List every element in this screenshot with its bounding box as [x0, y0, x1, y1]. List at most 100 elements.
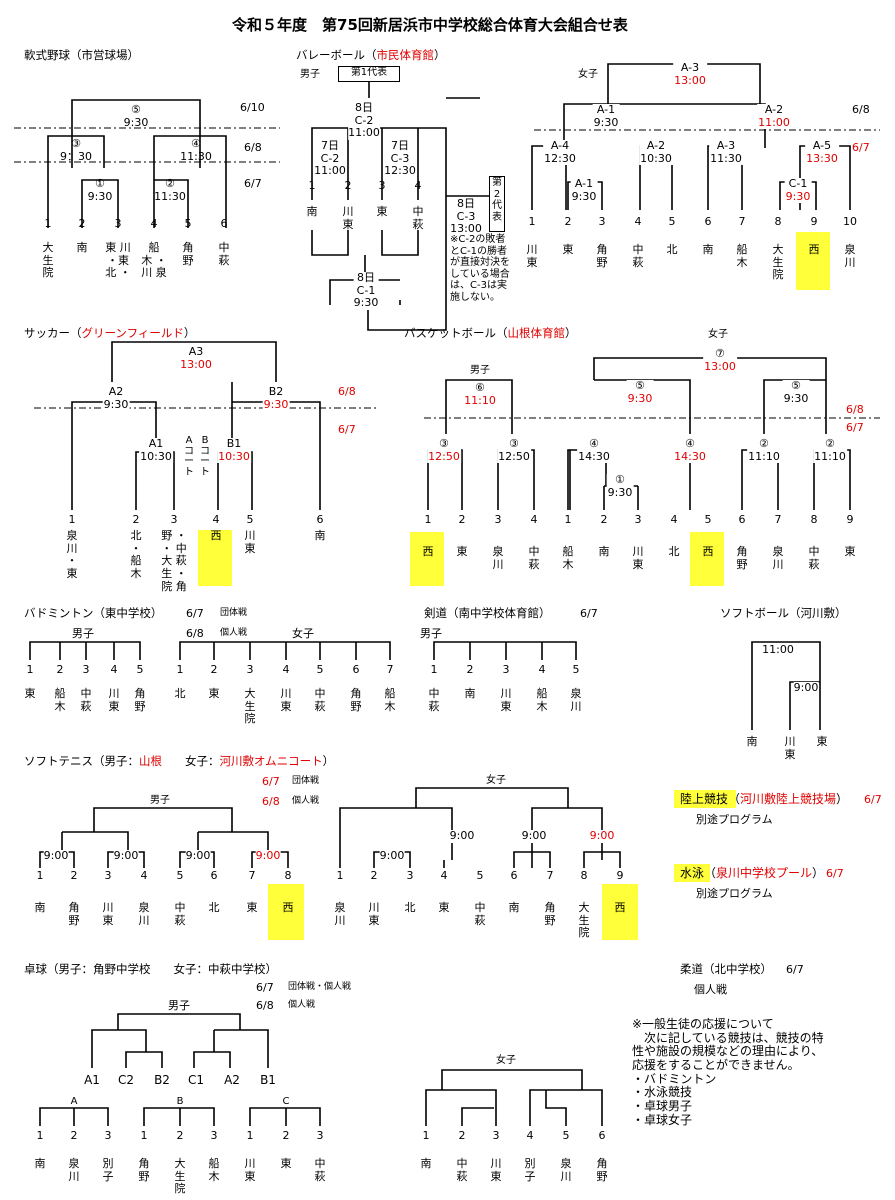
basketball-seed-number: 8 — [810, 513, 818, 526]
basketball-date: 6/7 — [846, 421, 864, 434]
basketball-seed-number: 6 — [738, 513, 746, 526]
volleyball-match: 8日 C-1 9:30 — [353, 271, 379, 310]
badminton-header: バドミントン（東中学校） — [24, 606, 163, 620]
softball-team: 東 — [816, 735, 828, 748]
volleyball-girls-team: 船 木 — [736, 243, 748, 269]
volleyball-date: 6/8 — [852, 103, 870, 116]
tennis-team: 泉 川 — [334, 901, 346, 927]
tabletennis-seed-number: 1 — [36, 1129, 44, 1142]
kendo-seed-number: 4 — [538, 663, 546, 676]
tennis-team: 東 — [438, 901, 450, 914]
tabletennis-type: 個人戦 — [288, 1000, 316, 1010]
badminton-boys-label: 男子 — [72, 627, 94, 640]
kendo-team: 中 萩 — [428, 687, 440, 713]
tabletennis-group: C — [282, 1096, 290, 1107]
volleyball-girls-team: 北 — [666, 243, 678, 256]
tabletennis-slot: A1 — [84, 1073, 100, 1087]
tennis-team: 北 — [208, 901, 220, 914]
tennis-date: 6/7 — [262, 775, 280, 788]
tennis-team: 西 — [282, 901, 294, 914]
softball-header: ソフトボール（河川敷） — [720, 606, 847, 620]
badminton-team: 川 東 — [108, 687, 120, 713]
baseball-team: 船 木 ・ 川 泉 — [141, 241, 167, 280]
tennis-match: 9:00 — [589, 829, 615, 843]
badminton-team: 東 — [24, 687, 36, 700]
tabletennis-slot: B2 — [154, 1073, 170, 1087]
tabletennis-seed-number: 2 — [458, 1129, 466, 1142]
baseball-date: 6/8 — [244, 141, 262, 154]
tabletennis-slot: B1 — [260, 1073, 276, 1087]
soccer-seed-number: 2 — [132, 513, 140, 526]
tabletennis-seed-number: 1 — [140, 1129, 148, 1142]
baseball-seed-number: 6 — [220, 217, 228, 230]
volleyball-match: 7日 C-2 11:00 — [314, 139, 346, 178]
tennis-team: 南 — [34, 901, 46, 914]
basketball-date: 6/8 — [846, 403, 864, 416]
volleyball-match: 8日 C-3 13:00 — [450, 197, 482, 236]
tennis-match: 9:00 — [449, 829, 475, 843]
badminton-team: 中 萩 — [314, 687, 326, 713]
badminton-type: 個人戦 — [220, 628, 248, 638]
baseball-seed-number: 2 — [78, 217, 86, 230]
tabletennis-slot: C2 — [117, 1073, 135, 1087]
volleyball-girls-seed-number: 5 — [668, 215, 676, 228]
kendo-team: 川 東 — [500, 687, 512, 713]
badminton-date: 6/7 — [186, 607, 204, 620]
tabletennis-seed-number: 4 — [526, 1129, 534, 1142]
baseball-team: 中 萩 — [218, 241, 230, 267]
tennis-team: 南 — [508, 901, 520, 914]
tennis-seed-number: 8 — [580, 869, 588, 882]
basketball-team: 西 — [422, 545, 434, 558]
volleyball-boys-team: 東 — [376, 205, 388, 218]
volleyball-girls-team: 大 生 院 — [772, 243, 784, 282]
highlight-swim — [674, 864, 710, 882]
notice-line: ※一般生徒の応援について — [632, 1017, 774, 1031]
tabletennis-seed-number: 6 — [598, 1129, 606, 1142]
volleyball-girls-team: 中 萩 — [632, 243, 644, 269]
tennis-seed-number: 9 — [616, 869, 624, 882]
soccer-seed-number: 3 — [170, 513, 178, 526]
badminton-seed-number: 5 — [136, 663, 144, 676]
swim-date: 6/7 — [826, 867, 844, 880]
tabletennis-group: B — [176, 1096, 184, 1107]
tennis-seed-number: 7 — [248, 869, 256, 882]
judo-header: 柔道（北中学校） — [680, 962, 772, 976]
tennis-girls-label: 女子 — [486, 775, 506, 786]
tabletennis-team: 南 — [420, 1157, 432, 1170]
soccer-team: 泉 川 ・ 東 — [66, 529, 78, 580]
soccer-team: 野 ・ ・ 中 大 萩 生 ・ 院 角 — [161, 529, 187, 593]
baseball-seed-number: 5 — [184, 217, 192, 230]
tennis-team: 川 東 — [102, 901, 114, 927]
tabletennis-header: 卓球（男子：角野中学校 女子：中萩中学校） — [24, 962, 277, 976]
badminton-team: 角 野 — [134, 687, 146, 713]
baseball-seed-number: 3 — [114, 217, 122, 230]
tabletennis-girls-label: 女子 — [496, 1055, 516, 1066]
tennis-match: 9:00 — [185, 849, 211, 863]
kendo-boys-label: 男子 — [420, 627, 442, 640]
notice-line: ・バドミントン — [632, 1071, 717, 1086]
tabletennis-team: 泉 川 — [560, 1157, 572, 1183]
badminton-team: 川 東 — [280, 687, 292, 713]
tennis-team: 中 萩 — [474, 901, 486, 927]
tabletennis-type: 団体戦・個人戦 — [288, 982, 352, 992]
page-title: 令和５年度 第75回新居浜市中学校総合体育大会組合せ表 — [232, 16, 628, 34]
softball-match: 9:00 — [793, 681, 819, 695]
tabletennis-seed-number: 1 — [246, 1129, 254, 1142]
tennis-match: 9:00 — [43, 849, 69, 863]
tabletennis-team: 東 — [280, 1157, 292, 1170]
swim-note: 別途プログラム — [696, 887, 773, 900]
tennis-seed-number: 7 — [546, 869, 554, 882]
basketball-seed-number: 4 — [670, 513, 678, 526]
tennis-seed-number: 4 — [140, 869, 148, 882]
tennis-team: 角 野 — [68, 901, 80, 927]
